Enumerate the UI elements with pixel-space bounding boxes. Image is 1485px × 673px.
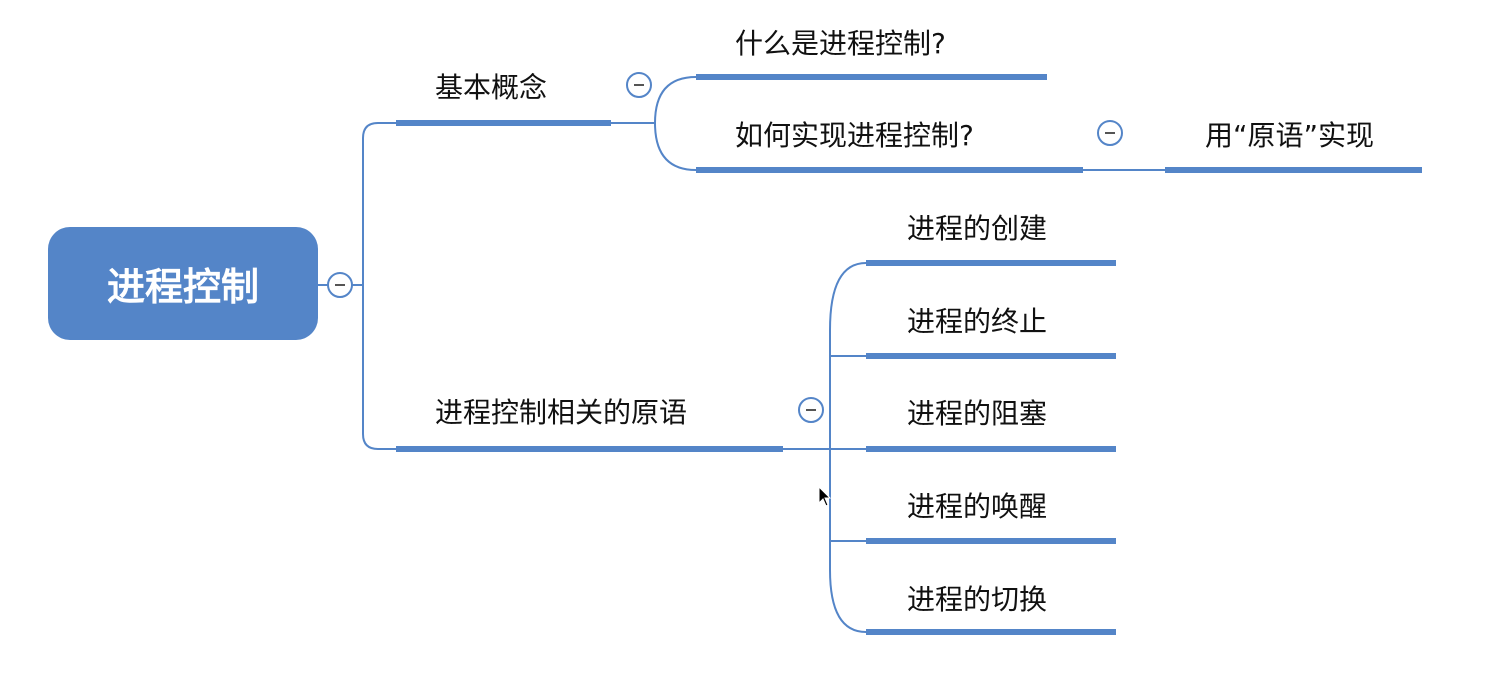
branch1-connector (611, 76, 697, 171)
node-process-switch[interactable]: 进程的切换 (907, 583, 1048, 616)
node-process-create[interactable]: 进程的创建 (907, 212, 1048, 245)
collapse-how-to-implement-button[interactable] (1097, 120, 1123, 146)
root-label: 进程控制 (106, 265, 259, 309)
node-primitives-implementation[interactable]: 用“原语”实现 (1205, 119, 1375, 152)
node-process-block[interactable]: 进程的阻塞 (907, 397, 1048, 430)
collapse-related-primitives-button[interactable] (798, 397, 824, 423)
collapse-basic-concept-button[interactable] (626, 72, 652, 98)
collapse-root-button[interactable] (327, 272, 353, 298)
node-what-is-process-control[interactable]: 什么是进程控制? (735, 27, 946, 60)
node-process-terminate[interactable]: 进程的终止 (907, 305, 1048, 338)
mouse-cursor-icon (818, 486, 832, 507)
node-related-primitives[interactable]: 进程控制相关的原语 (435, 396, 688, 429)
node-how-to-implement[interactable]: 如何实现进程控制? (735, 119, 974, 152)
branch2-connector (783, 262, 867, 633)
root-node[interactable]: 进程控制 (48, 227, 318, 340)
node-process-wakeup[interactable]: 进程的唤醒 (907, 490, 1048, 523)
trunk-connector (362, 122, 396, 450)
node-basic-concept[interactable]: 基本概念 (435, 71, 548, 104)
